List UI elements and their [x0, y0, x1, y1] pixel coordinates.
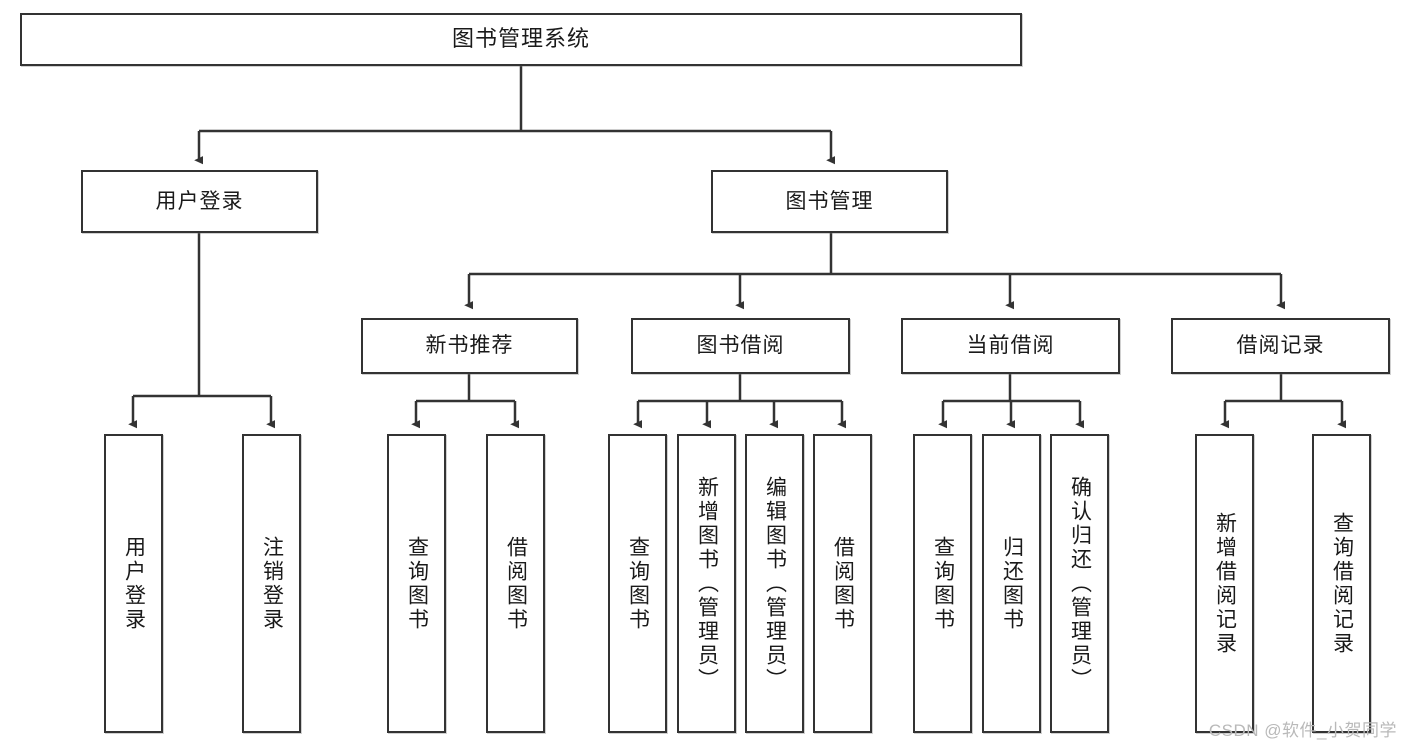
- node-label: 注销登录: [260, 535, 284, 632]
- leaf-user-login-login[interactable]: 用户登录: [104, 434, 163, 733]
- leaf-new-book-borrow[interactable]: 借阅图书: [486, 434, 545, 733]
- node-label: 用户登录: [122, 535, 146, 632]
- node-label: 图书借阅: [696, 334, 785, 358]
- node-book-borrow[interactable]: 图书借阅: [631, 318, 850, 374]
- node-label: 查询图书: [405, 535, 429, 632]
- node-new-book-recommend[interactable]: 新书推荐: [361, 318, 578, 374]
- node-label: 查询借阅记录: [1330, 511, 1354, 656]
- node-label: 借阅图书: [504, 535, 528, 632]
- watermark-text: CSDN @软件_小贺同学: [1208, 721, 1397, 740]
- leaf-borrow-record-add[interactable]: 新增借阅记录: [1195, 434, 1254, 733]
- node-label: 归还图书: [1000, 535, 1024, 632]
- node-label: 确认归还（管理员）: [1068, 475, 1092, 692]
- node-label: 用户登录: [155, 189, 244, 213]
- node-label: 新书推荐: [425, 334, 514, 358]
- node-label: 图书管理系统: [451, 26, 590, 52]
- node-root-book-management-system[interactable]: 图书管理系统: [20, 13, 1022, 66]
- node-label: 图书管理: [785, 189, 874, 213]
- node-borrow-record[interactable]: 借阅记录: [1171, 318, 1390, 374]
- leaf-current-borrow-confirm-return[interactable]: 确认归还（管理员）: [1050, 434, 1109, 733]
- node-label: 借阅记录: [1236, 334, 1325, 358]
- node-label: 当前借阅: [966, 334, 1055, 358]
- node-current-borrow[interactable]: 当前借阅: [901, 318, 1120, 374]
- leaf-new-book-query[interactable]: 查询图书: [387, 434, 446, 733]
- node-user-login[interactable]: 用户登录: [81, 170, 318, 233]
- leaf-current-borrow-query[interactable]: 查询图书: [913, 434, 972, 733]
- node-label: 编辑图书（管理员）: [763, 475, 787, 692]
- node-label: 新增图书（管理员）: [695, 475, 719, 692]
- leaf-book-borrow-edit[interactable]: 编辑图书（管理员）: [745, 434, 804, 733]
- node-label: 借阅图书: [831, 535, 855, 632]
- node-label: 查询图书: [931, 535, 955, 632]
- leaf-current-borrow-return[interactable]: 归还图书: [982, 434, 1041, 733]
- node-label: 新增借阅记录: [1213, 511, 1237, 656]
- leaf-book-borrow-borrow[interactable]: 借阅图书: [813, 434, 872, 733]
- leaf-user-login-logout[interactable]: 注销登录: [242, 434, 301, 733]
- leaf-book-borrow-query[interactable]: 查询图书: [608, 434, 667, 733]
- leaf-book-borrow-add[interactable]: 新增图书（管理员）: [677, 434, 736, 733]
- node-book-management[interactable]: 图书管理: [711, 170, 948, 233]
- node-label: 查询图书: [626, 535, 650, 632]
- leaf-borrow-record-query[interactable]: 查询借阅记录: [1312, 434, 1371, 733]
